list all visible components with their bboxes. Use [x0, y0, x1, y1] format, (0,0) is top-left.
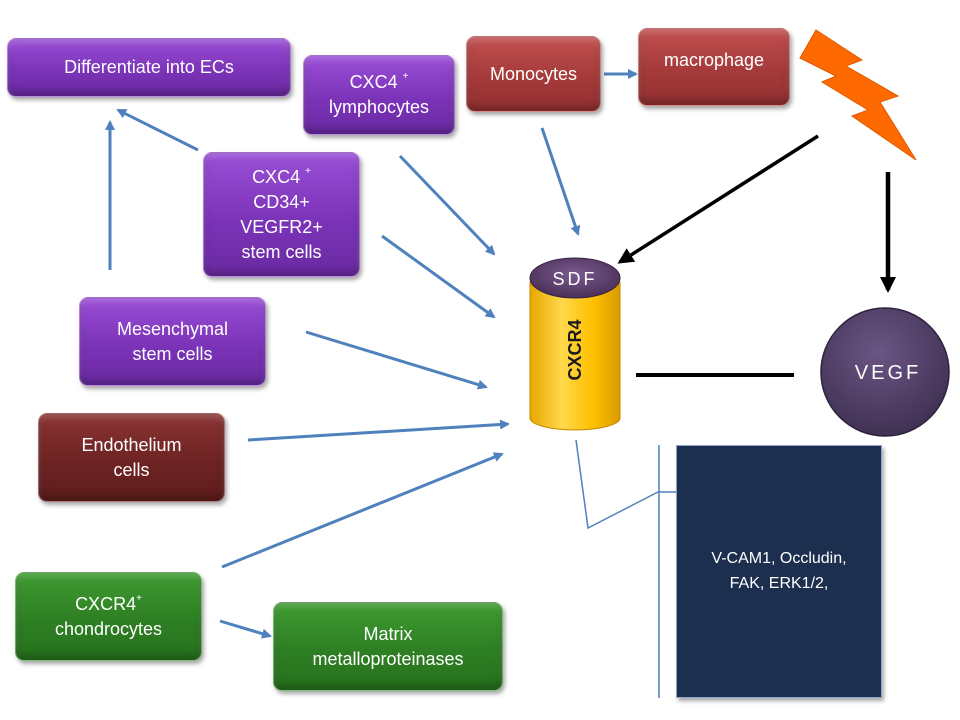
cxc4-lymphocytes-sup: + [402, 71, 409, 82]
chondrocytes-line2: chondrocytes [54, 618, 163, 639]
cxc4-stem-label: CXC4 [252, 166, 306, 187]
endothelium-node: Endothelium cells [38, 413, 225, 502]
chondrocytes-label: CXCR4 [75, 593, 137, 614]
endothelium-line2: cells [113, 459, 150, 480]
mesenchymal-line1: Mesenchymal [116, 318, 229, 339]
targets-line1: V-CAM1, Occludin, [711, 550, 847, 567]
differentiate-label: Differentiate into ECs [64, 57, 234, 77]
mmp-node: Matrix metalloproteinases [273, 602, 503, 691]
chondrocytes-sup: + [136, 592, 142, 604]
arrow-stem-to-differentiate [116, 108, 199, 152]
arrow-monocytes-to-receptor [540, 127, 581, 236]
differentiate-node: Differentiate into ECs [7, 38, 291, 97]
receptor-to-targets-connector [575, 439, 676, 530]
arrow-endothelium-to-receptor [247, 419, 510, 442]
arrow-chondrocytes-to-mmp [219, 619, 272, 639]
cxc4-stem-cells-node: CXC4 + CD34+ VEGFR2+ stem cells [203, 152, 360, 277]
receptor-cylinder [529, 257, 621, 431]
cxc4-lymphocytes-line2: lymphocytes [328, 97, 430, 117]
cxc4-stem-line2: CD34+ [253, 191, 310, 212]
monocytes-label: Monocytes [489, 63, 578, 84]
targets-line2: FAK, ERK1/2, [729, 575, 829, 592]
arrow-chondrocytes-to-receptor [221, 452, 504, 569]
mesenchymal-node: Mesenchymal stem cells [79, 297, 266, 386]
cxc4-lymphocytes-label: CXC4 [349, 72, 403, 92]
mesenchymal-line2: stem cells [132, 343, 213, 364]
macrophage-node: macrophage [638, 28, 790, 106]
mmp-line1: Matrix [363, 623, 413, 644]
chondrocytes-node: CXCR4+ chondrocytes [15, 572, 202, 661]
receptor-cap-label: SDF [553, 269, 598, 289]
macrophage-label: macrophage [663, 49, 765, 70]
arrow-mesenchymal-to-receptor [305, 330, 488, 390]
vegf-label: VEGF [855, 362, 921, 384]
cxc4-stem-sup: + [305, 165, 311, 177]
mmp-line2: metalloproteinases [312, 648, 464, 669]
arrow-lightning-to-receptor [617, 134, 819, 264]
cxc4-stem-line4: stem cells [241, 241, 322, 262]
receptor-body-label: CXCR4 [565, 319, 585, 380]
vegf-node [820, 307, 950, 437]
endothelium-line1: Endothelium [81, 434, 182, 455]
cxc4-stem-line3: VEGFR2+ [240, 216, 323, 237]
targets-box: V-CAM1, Occludin, FAK, ERK1/2, [676, 445, 882, 698]
lightning-icon [799, 29, 917, 161]
arrow-stem-to-receptor [381, 234, 496, 319]
monocytes-node: Monocytes [466, 36, 601, 112]
arrow-lymphocytes-to-receptor [398, 154, 496, 256]
cxc4-lymphocytes-node: CXC4 + lymphocytes [303, 55, 455, 135]
